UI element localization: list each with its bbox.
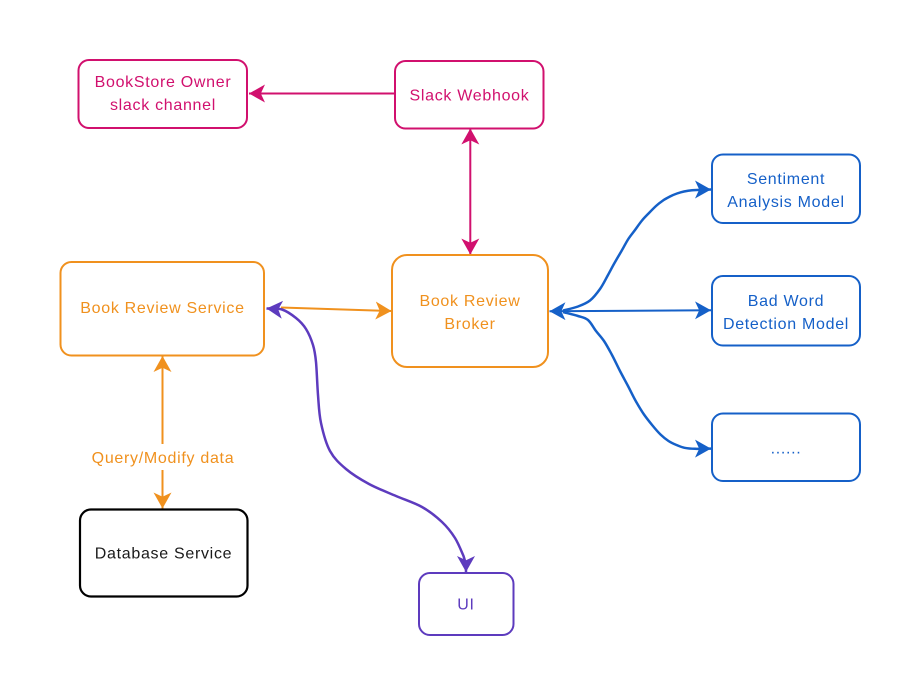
svg-text:UI: UI xyxy=(457,597,474,614)
svg-text:Slack Webhook: Slack Webhook xyxy=(410,88,530,105)
svg-text:Broker: Broker xyxy=(444,316,495,333)
svg-text:slack channel: slack channel xyxy=(110,97,216,114)
svg-text:Sentiment: Sentiment xyxy=(747,171,825,188)
svg-text:Query/Modify data: Query/Modify data xyxy=(92,450,235,467)
svg-text:Book Review: Book Review xyxy=(419,293,520,310)
svg-text:Book Review Service: Book Review Service xyxy=(80,300,244,317)
svg-text:Analysis Model: Analysis Model xyxy=(727,194,844,211)
svg-text:......: ...... xyxy=(771,441,802,458)
svg-text:Database Service: Database Service xyxy=(95,546,233,563)
svg-text:Detection Model: Detection Model xyxy=(723,316,849,333)
svg-text:Bad Word: Bad Word xyxy=(748,293,824,310)
svg-text:BookStore Owner: BookStore Owner xyxy=(95,74,232,91)
